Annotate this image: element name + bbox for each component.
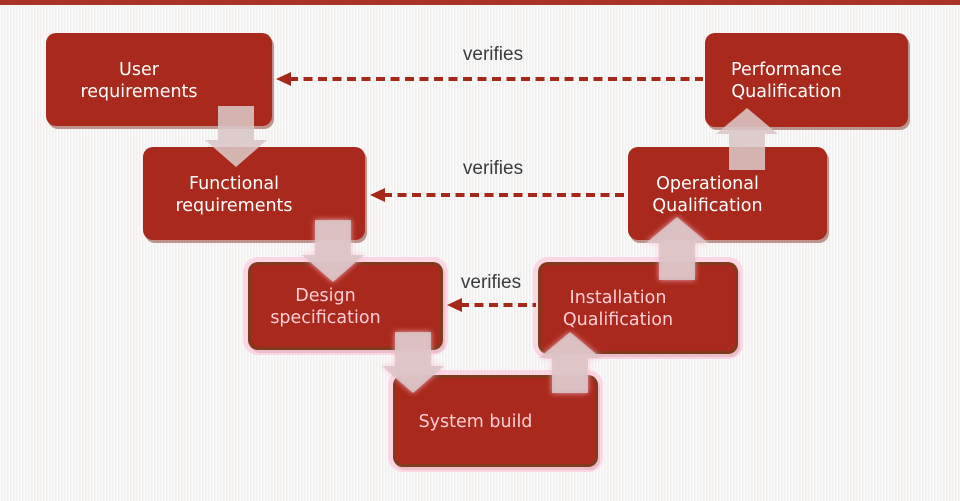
verifies-label: verifies: [462, 158, 524, 179]
box-label-line: requirements: [80, 81, 198, 102]
top-accent-bar: [0, 0, 960, 5]
box-label-line: Design: [295, 286, 356, 306]
box-label-line: Installation: [569, 288, 667, 308]
box-label-line: User: [119, 59, 159, 80]
box-system-build: System build: [393, 375, 598, 467]
box-label-line: Functional: [188, 173, 280, 194]
box-label-line: Qualification: [731, 82, 842, 102]
verify-arrowhead-icon: [370, 188, 385, 202]
verify-arrowhead-icon: [276, 72, 291, 86]
box-label-line: Operational: [656, 173, 759, 194]
box-label-line: Qualification: [652, 195, 763, 216]
verifies-label: verifies: [460, 272, 522, 293]
box-label-line: Qualification: [562, 310, 674, 330]
box-label-line: System build: [418, 412, 533, 432]
verify-arrowhead-icon: [447, 298, 462, 312]
verifies-label: verifies: [462, 44, 524, 65]
box-label-line: specification: [270, 308, 381, 328]
box-label-line: Performance: [731, 60, 842, 80]
box-label-line: requirements: [175, 195, 293, 216]
